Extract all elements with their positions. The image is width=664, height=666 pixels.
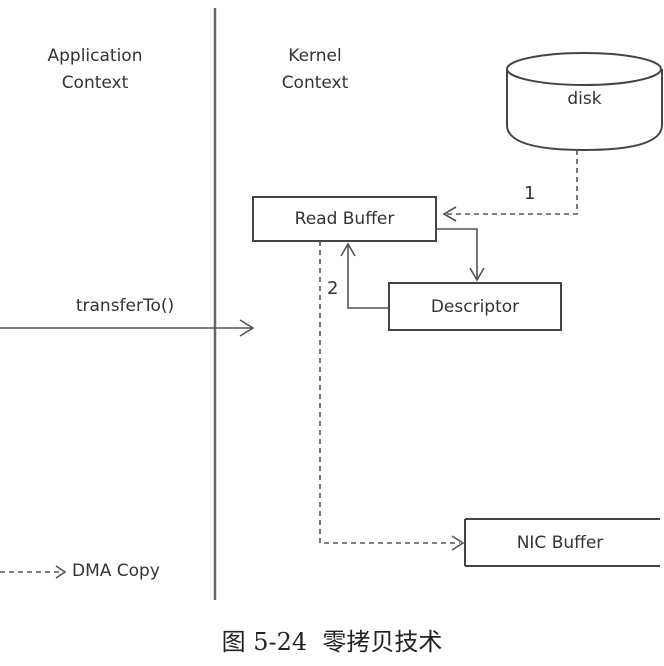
application-context-label: Application Context <box>20 43 170 97</box>
disk-cylinder <box>506 52 663 152</box>
transfer-call-label: transferTo() <box>75 296 175 316</box>
application-context-line-1: Application <box>47 46 143 66</box>
dma-copy-arrow-1 <box>442 150 578 222</box>
descriptor-box <box>388 282 562 331</box>
buffer-to-descriptor-arrow <box>436 228 485 282</box>
kernel-context-line-1: Kernel <box>288 46 342 66</box>
kernel-context-label: Kernel Context <box>255 43 375 97</box>
read-buffer-box <box>252 196 437 242</box>
step-1-label: 1 <box>524 183 536 204</box>
legend-dma-arrow <box>0 565 67 579</box>
kernel-context-line-2: Context <box>281 73 349 93</box>
disk-label: disk <box>567 89 602 109</box>
figure-caption: 图 5-24 零拷贝技术 <box>221 628 443 656</box>
legend-dma-label: DMA Copy <box>72 561 160 581</box>
read-buffer-label: Read Buffer <box>294 209 395 229</box>
step-2-label: 2 <box>327 278 339 299</box>
transfer-call-arrow <box>0 319 255 337</box>
descriptor-label: Descriptor <box>430 296 520 317</box>
dma-copy-arrow-2 <box>319 241 465 551</box>
descriptor-to-buffer-arrow <box>340 242 389 309</box>
nic-buffer-box <box>464 518 660 567</box>
application-context-line-2: Context <box>61 73 129 93</box>
nic-buffer-label: NIC Buffer <box>516 532 604 553</box>
